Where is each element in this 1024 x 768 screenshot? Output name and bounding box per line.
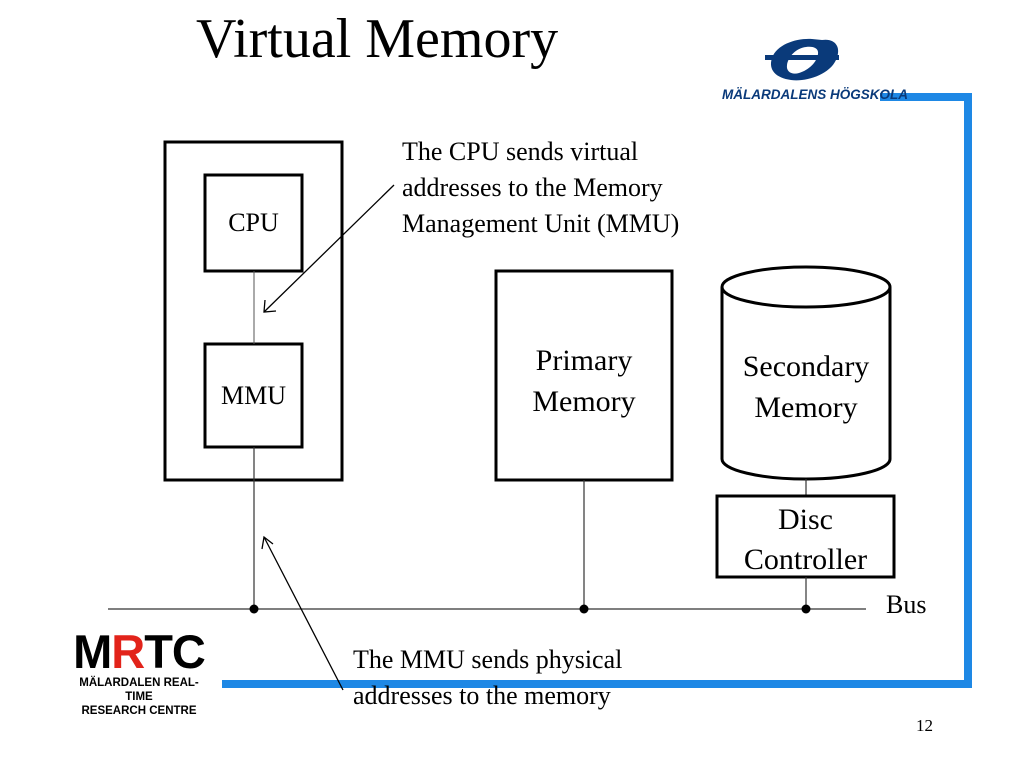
bus-label: Bus xyxy=(886,590,927,619)
secondary-memory-cylinder xyxy=(720,265,892,481)
university-logo-text: MÄLARDALENS HÖGSKOLA xyxy=(722,87,908,102)
bus-junction xyxy=(249,604,259,614)
bottom-annotation-line2: addresses to the memory xyxy=(353,681,611,710)
disc-controller-label-line1: Disc xyxy=(778,503,833,536)
cpu-box xyxy=(203,173,304,273)
top-annotation-arrow xyxy=(263,184,395,313)
secondary-memory-label: Secondary Memory xyxy=(722,346,890,428)
mrtc-logo-subtitle-line2: RESEARCH CENTRE xyxy=(81,705,197,717)
mrtc-logo: MRTC MÄLARDALEN REAL-TIME RESEARCH CENTR… xyxy=(66,628,212,718)
bottom-annotation-line1: The MMU sends physical xyxy=(353,645,623,674)
secondary-memory-label-line1: Secondary xyxy=(742,350,870,383)
accent-frame-line xyxy=(222,93,972,688)
bus-junction xyxy=(579,604,589,614)
mrtc-logo-letters: MRTC xyxy=(73,625,206,678)
disc-controller-label-line2: Controller xyxy=(743,543,868,576)
primary-memory-label: Primary Memory xyxy=(496,340,672,422)
mmu-label: MMU xyxy=(220,380,286,410)
top-annotation-line3: Management Unit (MMU) xyxy=(402,209,680,238)
mrtc-logo-subtitle-line1: MÄLARDALEN REAL-TIME xyxy=(79,677,199,703)
cpu-label: CPU xyxy=(228,208,279,237)
page-number: 12 xyxy=(916,716,933,735)
top-annotation: The CPU sends virtual addresses to the M… xyxy=(402,134,679,242)
slide-title: Virtual Memory xyxy=(196,8,559,70)
bus-junction xyxy=(801,604,811,614)
bottom-annotation-arrow xyxy=(261,535,344,691)
bottom-annotation: The MMU sends physical addresses to the … xyxy=(353,642,622,714)
primary-memory-label-line1: Primary xyxy=(535,344,633,377)
secondary-memory-label-line2: Memory xyxy=(754,391,858,424)
top-annotation-line1: The CPU sends virtual xyxy=(402,137,639,166)
disc-controller-label: Disc Controller xyxy=(717,500,894,580)
primary-memory-label-line2: Memory xyxy=(532,385,636,418)
top-annotation-line2: addresses to the Memory xyxy=(402,173,663,202)
university-logo-mark xyxy=(765,38,839,81)
